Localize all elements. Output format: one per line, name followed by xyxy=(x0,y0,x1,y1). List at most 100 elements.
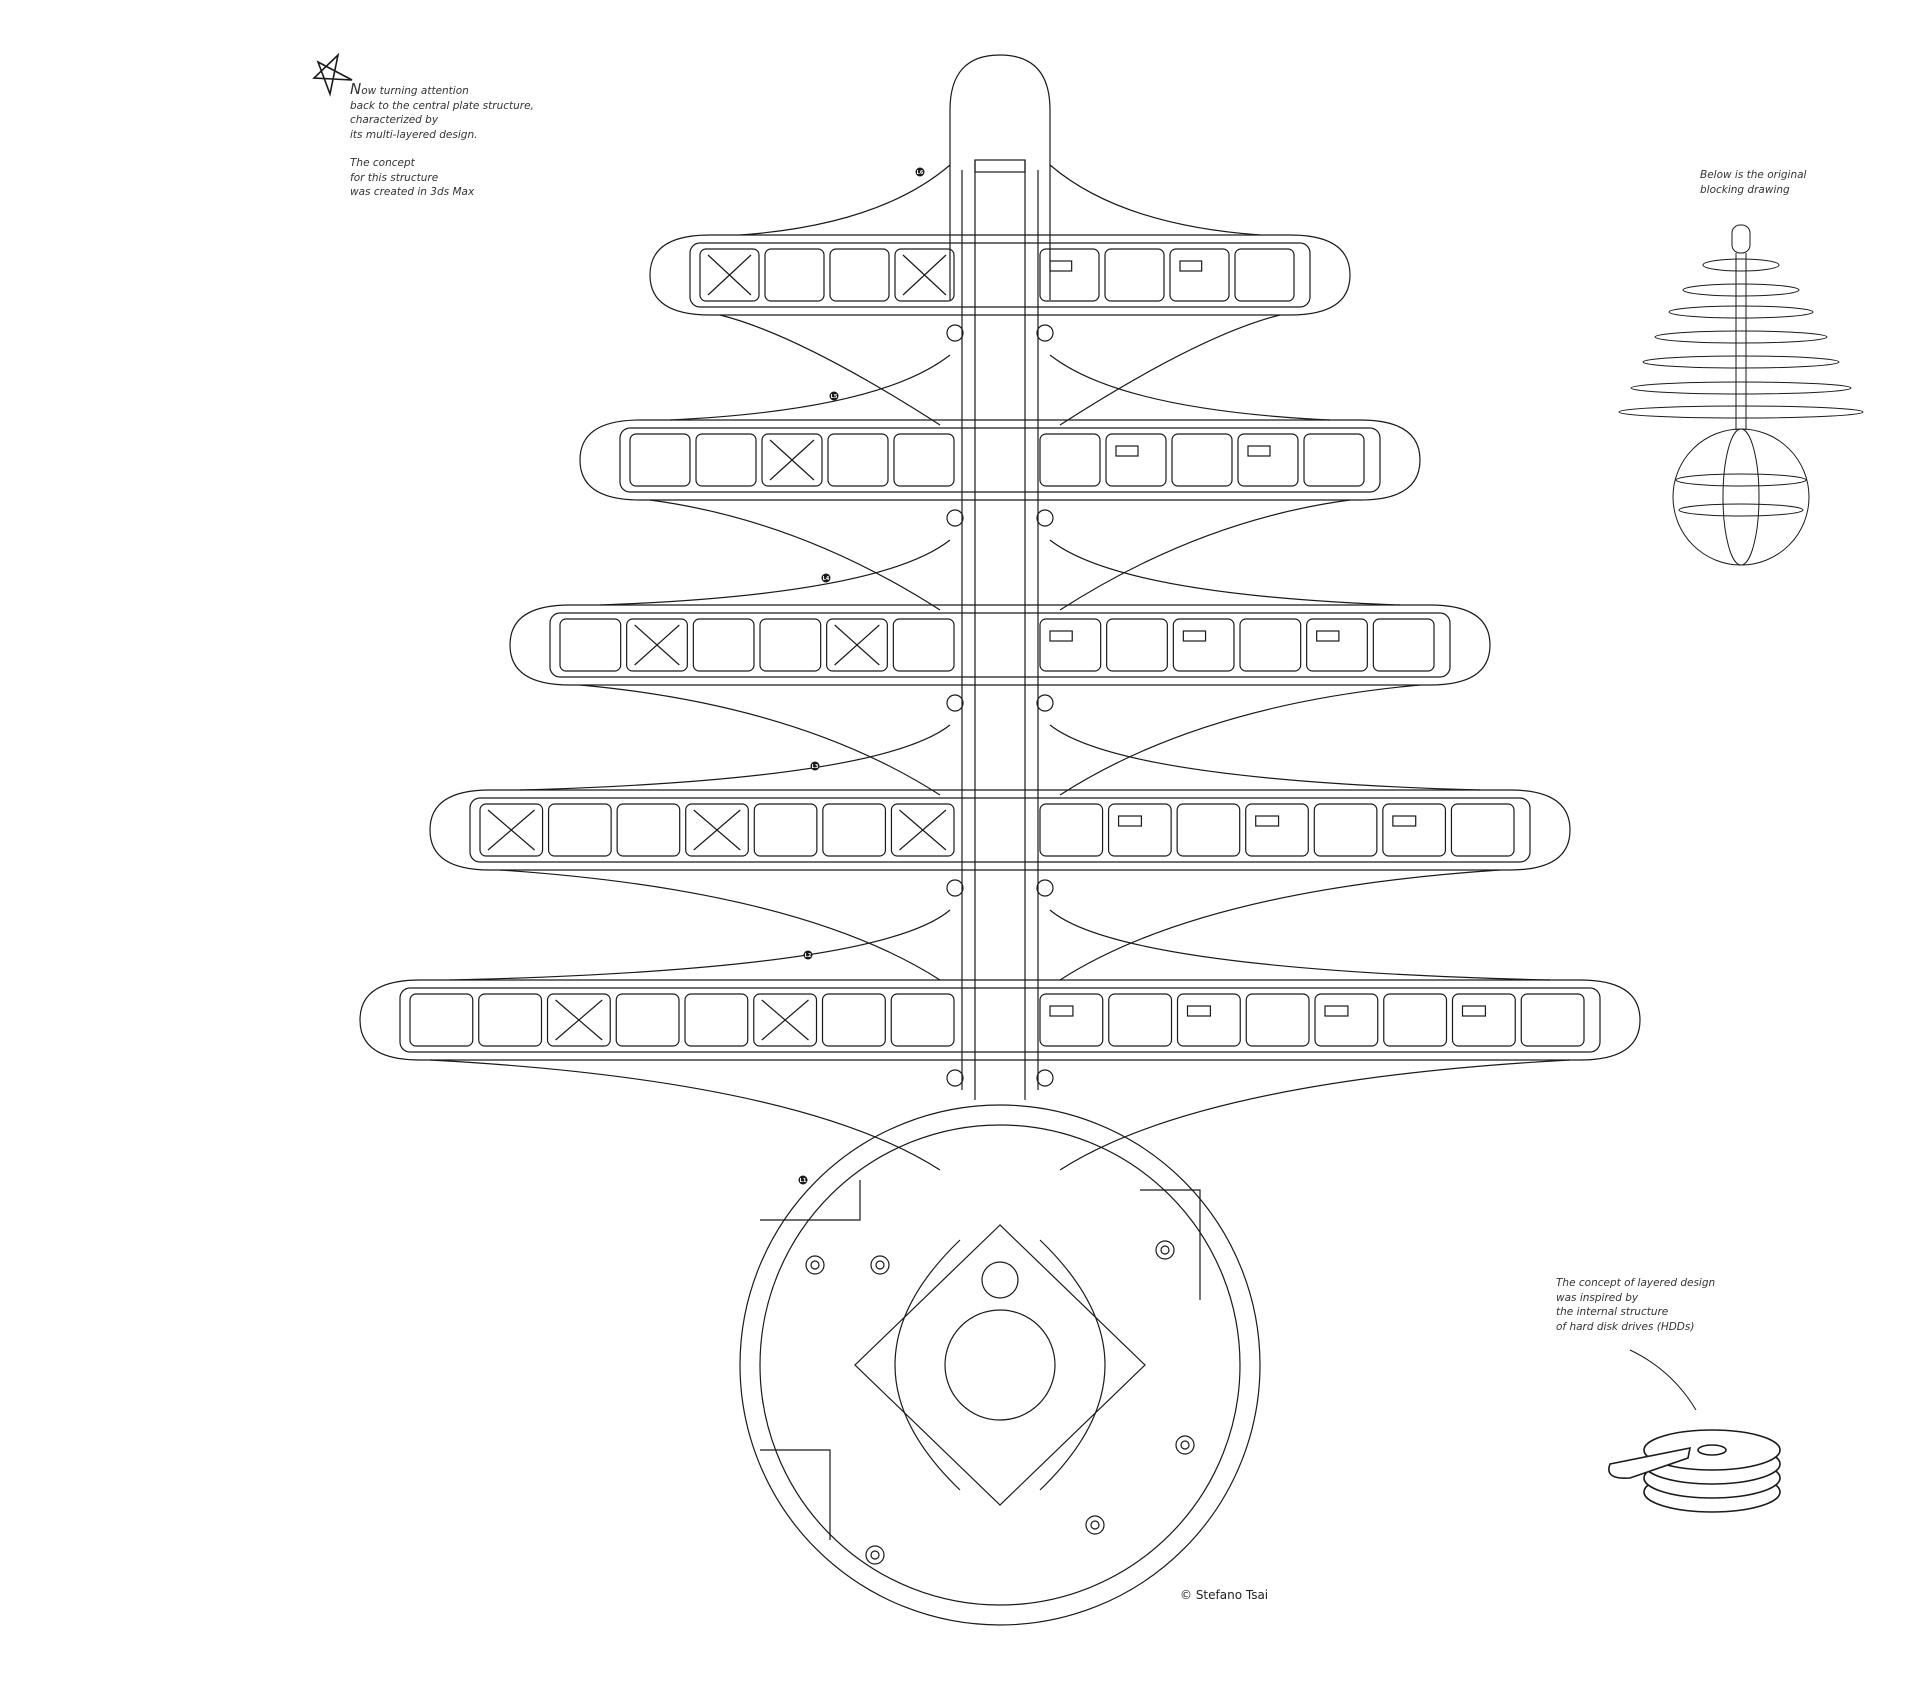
bolt-circle xyxy=(1155,1240,1175,1260)
sphere-hub xyxy=(944,1309,1056,1421)
compartment-detail xyxy=(1182,630,1207,642)
compartment xyxy=(1039,803,1104,857)
compartment xyxy=(684,993,749,1047)
compartment xyxy=(1237,433,1299,487)
shoulder-left xyxy=(599,539,951,606)
port-circle xyxy=(1036,694,1054,712)
underside-right xyxy=(1059,314,1281,426)
plate-shell xyxy=(649,234,1351,316)
block-sphere-band xyxy=(1675,473,1807,487)
sphere-arcs xyxy=(894,1239,1106,1491)
underside-right xyxy=(1059,869,1501,981)
shoulder-left xyxy=(519,724,951,791)
underside-left xyxy=(719,314,941,426)
port-circle xyxy=(946,509,964,527)
block-cap xyxy=(1731,224,1751,254)
compartment xyxy=(890,993,955,1047)
hdd-line-1: The concept of layered design xyxy=(1556,1277,1716,1289)
compartment xyxy=(1172,618,1235,672)
compartment xyxy=(546,993,611,1047)
compartment-detail xyxy=(1461,1005,1487,1017)
underside-left xyxy=(429,1059,941,1171)
compartment xyxy=(1106,618,1168,672)
compartment xyxy=(1039,993,1104,1047)
compartment xyxy=(695,433,757,487)
compartment-detail xyxy=(1115,445,1139,457)
sphere-outer xyxy=(739,1104,1261,1626)
hdd-note: The concept of layered design was inspir… xyxy=(1556,1276,1715,1334)
block-disc xyxy=(1642,355,1840,369)
underside-right xyxy=(1059,684,1421,796)
level-dot xyxy=(821,573,831,583)
compartment xyxy=(1313,803,1378,857)
shoulder-right xyxy=(1049,354,1331,421)
credit-text: © Stefano Tsai xyxy=(1180,1588,1269,1602)
shoulder-right xyxy=(1049,909,1551,981)
compartment xyxy=(1176,993,1241,1047)
compartment xyxy=(629,433,691,487)
intro-line-7: was created in 3ds Max xyxy=(350,186,475,198)
star-icon xyxy=(312,52,353,97)
hdd-spindle xyxy=(1697,1444,1727,1456)
intro-line-1: Now turning attention xyxy=(350,82,534,99)
hdd-line-2: was inspired by xyxy=(1556,1291,1639,1304)
bolt-center xyxy=(875,1260,885,1270)
sphere-diamond xyxy=(854,1224,1146,1506)
compartment xyxy=(699,248,760,302)
port-circle xyxy=(946,879,964,897)
compartment-cross xyxy=(555,999,603,1041)
compartment xyxy=(1039,618,1102,672)
compartment-cross xyxy=(634,624,680,666)
port-circle xyxy=(1036,879,1054,897)
port-circle xyxy=(946,694,964,712)
port-circle xyxy=(1036,1069,1054,1087)
bolt-center xyxy=(870,1550,880,1560)
compartment xyxy=(761,433,823,487)
hdd-sketch xyxy=(1608,1429,1781,1513)
compartment xyxy=(479,803,544,857)
block-disc xyxy=(1668,305,1814,319)
block-spine xyxy=(1735,253,1747,430)
compartment xyxy=(894,248,955,302)
compartment xyxy=(615,993,680,1047)
plate-inner xyxy=(689,242,1311,308)
bolt-center xyxy=(1180,1440,1190,1450)
compartment-detail xyxy=(1247,445,1271,457)
compartment-cross xyxy=(834,624,880,666)
intro-line-6: for this structure xyxy=(350,171,439,184)
compartment-detail xyxy=(1255,815,1280,827)
bolt-circle xyxy=(870,1255,890,1275)
hdd-line-4: of hard disk drives (HDDs) xyxy=(1556,1320,1695,1333)
compartment xyxy=(1451,993,1516,1047)
compartment-detail xyxy=(1049,630,1073,642)
level-label: L5 xyxy=(831,394,838,400)
compartment xyxy=(1108,993,1173,1047)
level-label: L4 xyxy=(823,576,830,582)
compartment xyxy=(1450,803,1515,857)
sphere-hub-top xyxy=(981,1261,1019,1299)
compartment xyxy=(827,433,889,487)
compartment xyxy=(1171,433,1233,487)
compartment xyxy=(1039,433,1101,487)
intro-line-4: its multi-layered design. xyxy=(350,128,478,141)
shoulder-right xyxy=(1049,724,1481,791)
compartment xyxy=(1176,803,1241,857)
plate-shell xyxy=(359,979,1641,1061)
compartment xyxy=(409,993,474,1047)
plate-shell xyxy=(509,604,1491,686)
blocking-line-1: Below is the original xyxy=(1700,169,1807,181)
shoulder-left xyxy=(669,354,951,421)
underside-right xyxy=(1059,1059,1571,1171)
compartment-detail xyxy=(1049,1005,1074,1017)
level-label: L2 xyxy=(805,953,812,959)
compartment xyxy=(1104,248,1165,302)
compartment xyxy=(1303,433,1365,487)
intro-line-2: back to the central plate structure, xyxy=(350,99,534,112)
compartment xyxy=(1245,803,1309,857)
plate-shell xyxy=(429,789,1571,871)
compartment-cross xyxy=(761,999,809,1041)
compartment xyxy=(478,993,543,1047)
